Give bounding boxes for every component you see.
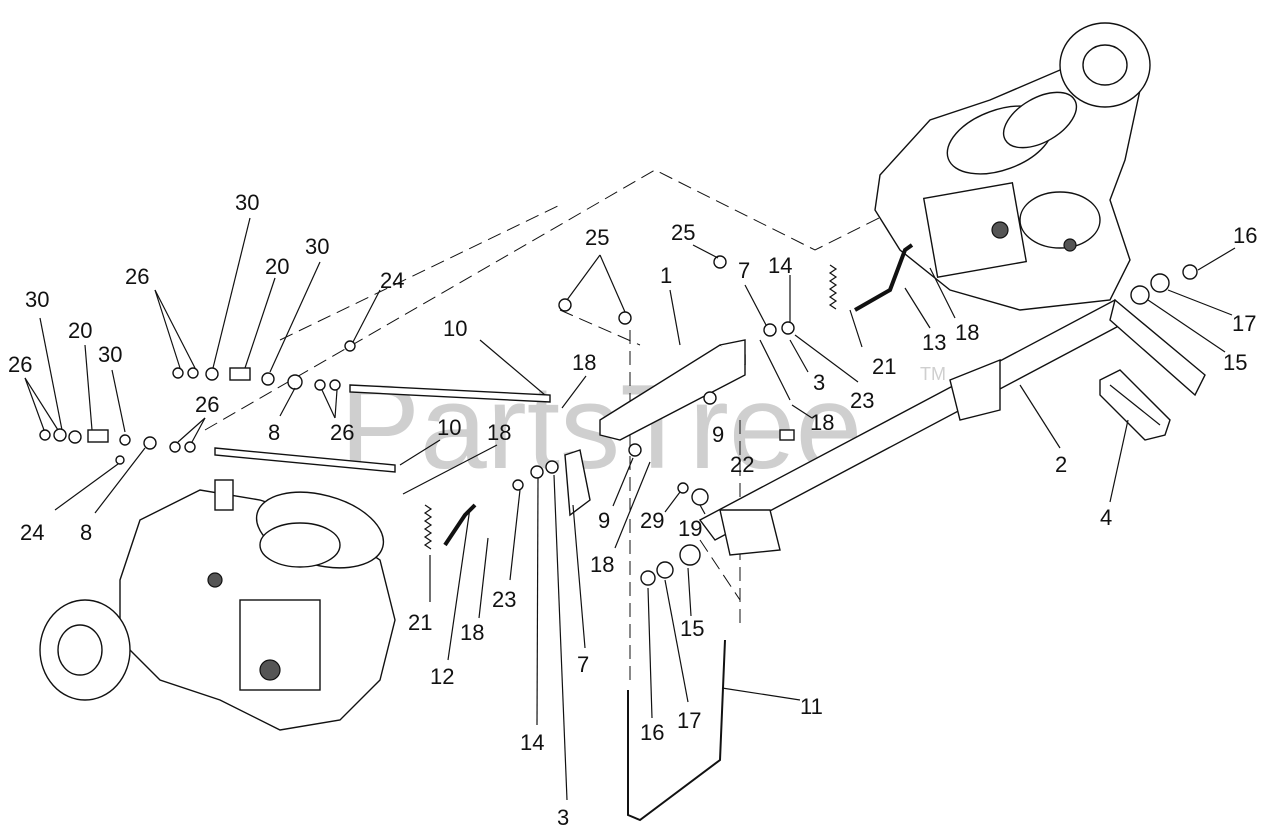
part-1-bracket [599, 339, 746, 441]
springs-21 [423, 264, 838, 550]
callout-12: 12 [430, 664, 454, 689]
callout-24: 24 [380, 268, 404, 293]
callouts: 30 20 30 26 24 30 20 30 26 26 8 26 24 8 … [8, 190, 1257, 830]
callout-10: 10 [443, 316, 467, 341]
callout-8: 8 [80, 520, 92, 545]
callout-17: 17 [677, 708, 701, 733]
callout-18: 18 [590, 552, 614, 577]
hardware [39, 255, 1198, 586]
callout-15: 15 [680, 616, 704, 641]
callout-30: 30 [235, 190, 259, 215]
callout-16: 16 [1233, 223, 1257, 248]
callout-14: 14 [768, 253, 792, 278]
callout-21: 21 [872, 354, 896, 379]
callout-30: 30 [305, 234, 329, 259]
callout-11: 11 [800, 694, 823, 719]
callout-3: 3 [813, 370, 825, 395]
callout-24: 24 [20, 520, 44, 545]
part-2-bar [698, 298, 1206, 556]
callout-18: 18 [572, 350, 596, 375]
callout-20: 20 [68, 318, 92, 343]
part-11-u-rod [627, 639, 726, 822]
callout-25: 25 [671, 220, 695, 245]
callout-9: 9 [712, 422, 724, 447]
callout-23: 23 [850, 388, 874, 413]
callout-30: 30 [25, 287, 49, 312]
callout-25: 25 [585, 225, 609, 250]
callout-26: 26 [125, 264, 149, 289]
callout-7: 7 [738, 258, 750, 283]
callout-18: 18 [955, 320, 979, 345]
callout-1: 1 [660, 263, 672, 288]
callout-13: 13 [922, 330, 946, 355]
right-transaxle [874, 22, 1151, 311]
part-13-arm [854, 243, 914, 312]
callout-15: 15 [1223, 350, 1247, 375]
callout-16: 16 [640, 720, 664, 745]
callout-9: 9 [598, 508, 610, 533]
callout-2: 2 [1055, 452, 1067, 477]
callout-23: 23 [492, 587, 516, 612]
part-12-arm [443, 503, 477, 547]
callout-4: 4 [1100, 505, 1112, 530]
callout-18: 18 [810, 410, 834, 435]
callout-21: 21 [408, 610, 432, 635]
callout-30: 30 [98, 342, 122, 367]
callout-8: 8 [268, 420, 280, 445]
part-4-grip [1099, 369, 1171, 441]
rods-10 [214, 384, 551, 473]
callout-3: 3 [557, 805, 569, 830]
callout-17: 17 [1232, 311, 1256, 336]
leader-lines [24, 217, 1236, 801]
callout-14: 14 [520, 730, 544, 755]
callout-26: 26 [195, 392, 219, 417]
callout-26: 26 [8, 352, 32, 377]
callout-10: 10 [437, 415, 461, 440]
callout-18: 18 [487, 420, 511, 445]
callout-26: 26 [330, 420, 354, 445]
callout-29: 29 [640, 508, 664, 533]
callout-18: 18 [460, 620, 484, 645]
callout-20: 20 [265, 254, 289, 279]
callout-19: 19 [678, 516, 702, 541]
left-transaxle [39, 479, 396, 731]
dashed-frame [204, 169, 906, 680]
callout-22: 22 [730, 452, 754, 477]
watermark-tm: TM [920, 364, 946, 384]
callout-7: 7 [577, 652, 589, 677]
